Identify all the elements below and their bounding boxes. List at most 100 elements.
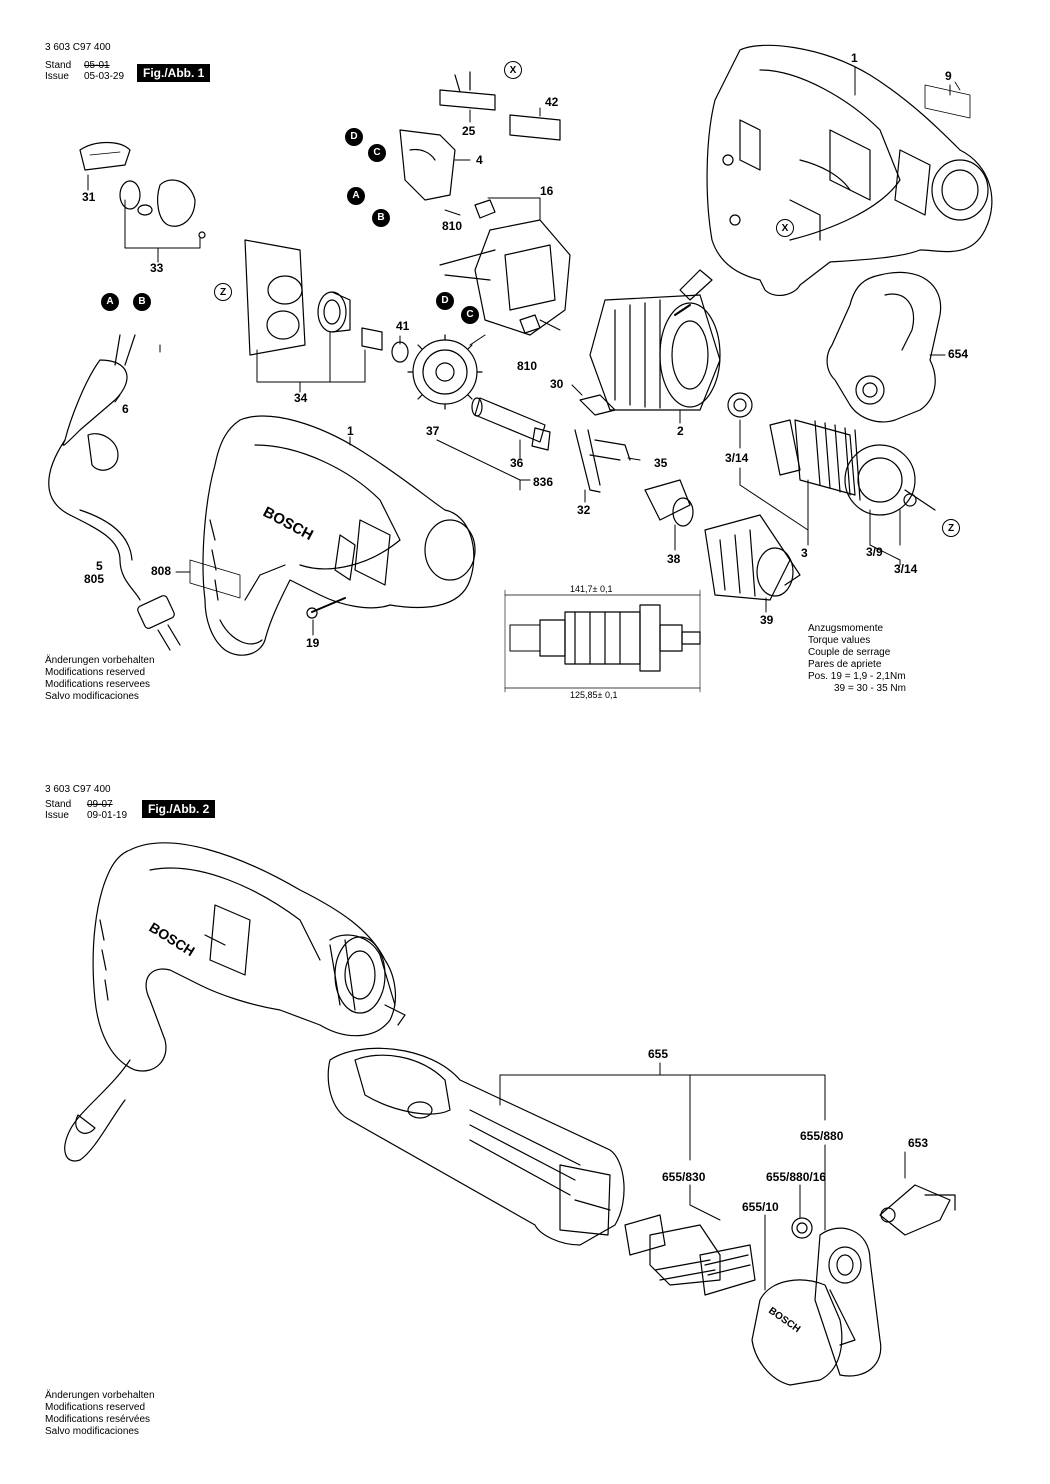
torque-line: Torque values xyxy=(808,635,871,646)
part-label-31: 31 xyxy=(82,190,96,204)
fig2-doc-number: 3 603 C97 400 xyxy=(45,784,111,795)
modifications-line: Änderungen vorbehalten xyxy=(45,655,155,666)
leader-lines-fig1 xyxy=(87,66,951,636)
connector-ref-a-cable: A xyxy=(101,293,119,311)
part-label-34: 34 xyxy=(294,391,308,405)
part-label-836: 836 xyxy=(533,475,554,489)
fig2-issue-label: Issue xyxy=(45,810,69,821)
modifications-line: Modifications reservees xyxy=(45,679,151,690)
fig1-issue-value: 05-03-29 xyxy=(84,71,125,82)
part-label-37: 37 xyxy=(426,424,440,438)
part-label-42: 42 xyxy=(545,95,559,109)
armature-3 xyxy=(769,419,936,516)
part-label-32: 32 xyxy=(577,503,591,517)
brand-logo-dustcup: BOSCH xyxy=(766,1305,802,1335)
dust-extraction-655 xyxy=(327,1047,625,1246)
torque-row-19: Pos. 19 = 1,9 - 2,1Nm xyxy=(808,671,906,682)
torque-line: Anzugsmomente xyxy=(808,623,884,634)
ref-z-armature: Z xyxy=(942,519,960,537)
part-label-1: 1 xyxy=(851,51,858,65)
modifications-line: Modifications reserved xyxy=(45,667,146,678)
part-label-33: 33 xyxy=(150,261,164,275)
part-label-653: 653 xyxy=(908,1136,929,1150)
part-label-3-9: 3/9 xyxy=(866,545,883,559)
part-label-30: 30 xyxy=(550,377,564,391)
dust-cup-655-880 xyxy=(751,1227,882,1386)
connector-ref-d-top: D xyxy=(345,128,363,146)
modifications-line: Modifications resérvées xyxy=(45,1414,151,1425)
part-label-19: 19 xyxy=(306,636,320,650)
housing-half-left xyxy=(202,415,476,656)
fig2-stand-label: Stand xyxy=(45,799,72,810)
connector-ref-c-brush: C xyxy=(461,306,479,324)
part-label-2: 2 xyxy=(677,424,684,438)
part-label-655-880-16: 655/880/16 xyxy=(766,1170,827,1184)
modifications-line: Modifications reserved xyxy=(45,1402,146,1413)
torque-values-note: Anzugsmomente Torque values Couple de se… xyxy=(808,623,906,695)
part-label-1b: 1 xyxy=(347,424,354,438)
part-label-35: 35 xyxy=(654,456,668,470)
part-label-36: 36 xyxy=(510,456,524,470)
part-label-655-830: 655/830 xyxy=(662,1170,706,1184)
part-label-3: 3 xyxy=(801,546,808,560)
part-label-41: 41 xyxy=(396,319,410,333)
connector-ref-c-top: C xyxy=(368,144,386,162)
part-label-3-14a: 3/14 xyxy=(725,451,749,465)
fig1-issue-label: Issue xyxy=(45,71,69,82)
part-label-655-880: 655/880 xyxy=(800,1129,844,1143)
part-label-6: 6 xyxy=(122,402,129,416)
fig1-modifications-note: Änderungen vorbehalten Modifications res… xyxy=(45,655,155,703)
part-label-655: 655 xyxy=(648,1047,669,1061)
ref-x-housing: X xyxy=(776,219,794,237)
fig2-modifications-note: Änderungen vorbehalten Modifications res… xyxy=(45,1390,155,1438)
part-label-810a: 810 xyxy=(442,219,463,233)
fig2-title: Fig./Abb. 2 xyxy=(142,800,216,818)
part-label-654: 654 xyxy=(948,347,969,361)
ref-x-top: X xyxy=(504,61,522,79)
connector-ref-b-top: B xyxy=(372,209,390,227)
part-label-4: 4 xyxy=(476,153,483,167)
fig2-issue-value: 09-01-19 xyxy=(87,810,128,821)
part-label-38: 38 xyxy=(667,552,681,566)
torque-row-39: 39 = 30 - 35 Nm xyxy=(834,683,906,694)
dimension-top: 141,7± 0,1 xyxy=(570,584,613,594)
torque-line: Couple de serrage xyxy=(808,647,891,658)
modifications-line: Salvo modificaciones xyxy=(45,691,139,702)
gear-37 xyxy=(407,334,483,410)
fig1-title: Fig./Abb. 1 xyxy=(137,64,211,82)
part-label-655-10: 655/10 xyxy=(742,1200,779,1214)
aux-handle-654 xyxy=(826,271,942,423)
dimension-bottom: 125,85± 0,1 xyxy=(570,690,618,700)
brush-holder-16 xyxy=(439,219,571,336)
fig2-stand-value: 09-07 xyxy=(87,799,113,810)
brand-logo-fig2: BOSCH xyxy=(146,919,197,959)
power-cable xyxy=(48,334,181,651)
torque-line: Pares de apriete xyxy=(808,659,882,670)
connector-ref-b-cable: B xyxy=(133,293,151,311)
fig1-doc-number: 3 603 C97 400 xyxy=(45,42,111,53)
drill-chuck-39 xyxy=(704,514,801,601)
connector-ref-a-top: A xyxy=(347,187,365,205)
housing-half-right xyxy=(706,44,993,297)
field-stator-2 xyxy=(589,294,721,411)
part-label-25: 25 xyxy=(462,124,476,138)
armature-dimension-drawing xyxy=(504,589,701,693)
modifications-line: Änderungen vorbehalten xyxy=(45,1390,155,1401)
brand-logo: BOSCH xyxy=(260,504,316,544)
part-label-5: 5 xyxy=(96,559,103,573)
drill-assembled xyxy=(64,842,406,1162)
part-label-39: 39 xyxy=(760,613,774,627)
part-label-810b: 810 xyxy=(517,359,538,373)
fig1-stand-value: 05-01 xyxy=(84,60,110,71)
part-label-805: 805 xyxy=(84,572,105,586)
part-label-16: 16 xyxy=(540,184,554,198)
connector-ref-d-brush: D xyxy=(436,292,454,310)
leader-lines-fig2 xyxy=(499,1062,906,1291)
ref-z-plate: Z xyxy=(214,283,232,301)
part-label-9: 9 xyxy=(945,69,952,83)
modifications-line: Salvo modificaciones xyxy=(45,1426,139,1437)
fig1-stand-label: Stand xyxy=(45,60,72,71)
part-label-3-14b: 3/14 xyxy=(894,562,918,576)
part-label-808: 808 xyxy=(151,564,172,578)
